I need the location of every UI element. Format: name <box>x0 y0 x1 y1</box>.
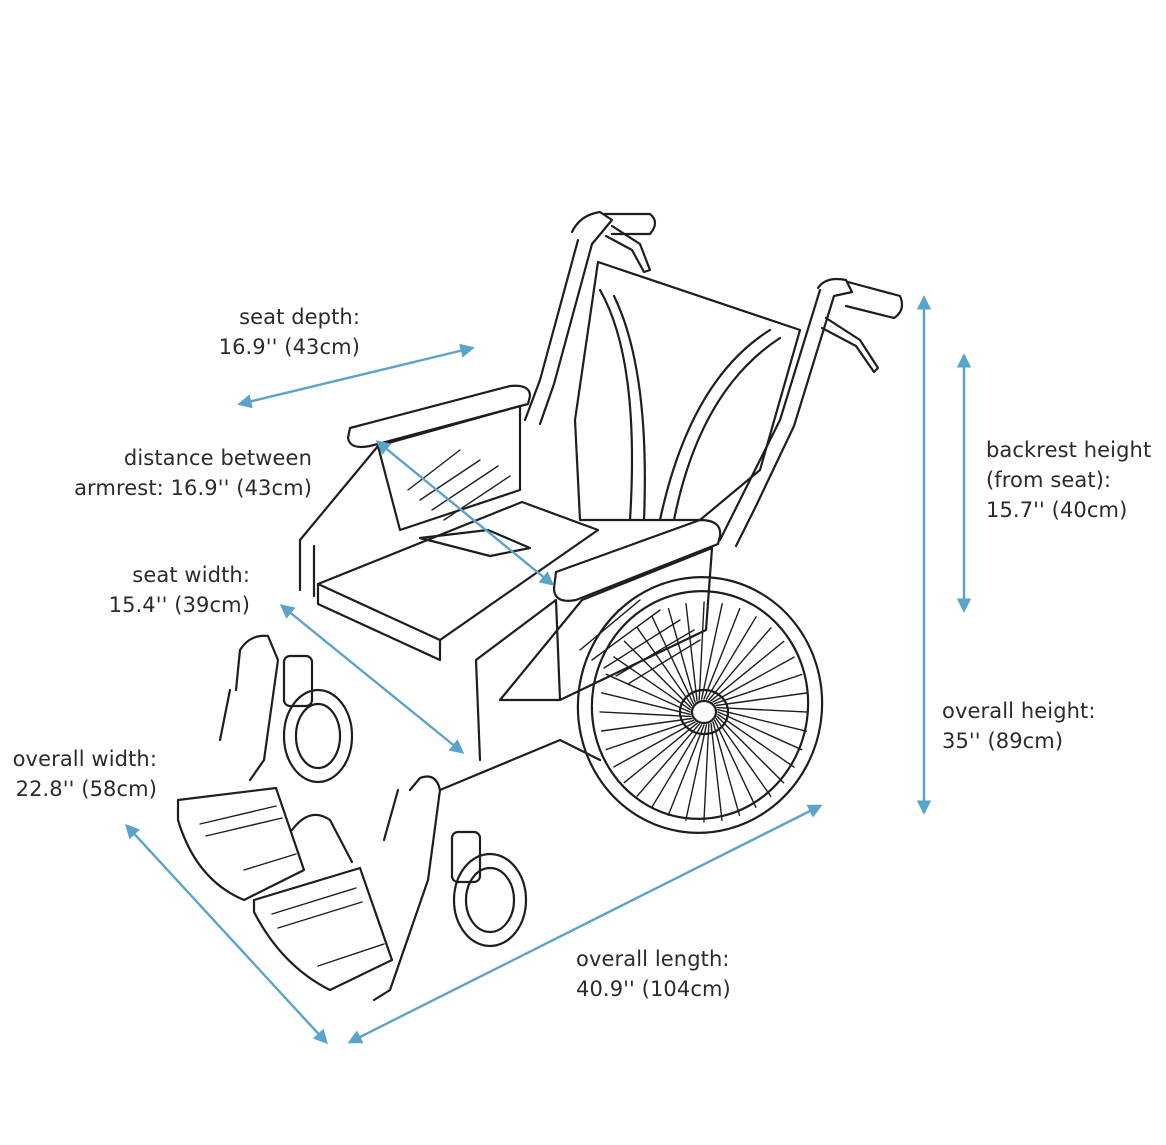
right-armrest <box>474 518 722 762</box>
wheel-spoke <box>717 711 803 751</box>
wheel-spoke <box>715 692 808 707</box>
seat-width-arrow <box>279 604 465 754</box>
seat-width-value: 15.4'' (39cm) <box>108 593 250 617</box>
wheel-spoke <box>685 603 698 702</box>
wheel-spoke <box>712 656 795 703</box>
wheel-spoke <box>605 719 694 751</box>
overall-height-label: overall height: 35'' (89cm) <box>942 696 1096 756</box>
wheel-spoke <box>698 601 705 701</box>
wheel-spoke <box>715 717 772 797</box>
wheel-spoke <box>716 715 785 784</box>
wheel-spoke <box>710 722 723 821</box>
wheel-spoke <box>623 722 698 784</box>
wheel-spoke <box>599 711 692 718</box>
right-footplate <box>252 813 394 992</box>
wheel-spoke <box>600 692 691 715</box>
wheel-spoke <box>716 706 809 713</box>
backrest <box>523 210 904 548</box>
overall-width-label: overall width: 22.8'' (58cm) <box>0 744 157 804</box>
wheel-spoke <box>667 607 696 703</box>
seat-width-label: seat width: 15.4'' (39cm) <box>70 560 250 620</box>
backrest-height-label: backrest height (from seat): 15.7'' (40c… <box>986 435 1151 525</box>
left-armrest <box>298 384 532 598</box>
wheel-spoke <box>651 724 703 808</box>
wheel-spoke <box>623 640 692 709</box>
overall-length-title: overall length: <box>576 947 730 971</box>
wheel-spoke <box>714 673 803 705</box>
seat-depth-label: seat depth: 16.9'' (43cm) <box>180 302 360 362</box>
overall-length-value: 40.9'' (104cm) <box>576 977 731 1001</box>
wheel-spoke <box>703 608 741 700</box>
seat <box>316 500 600 662</box>
overall-width-value: 22.8'' (58cm) <box>15 777 157 801</box>
seat-depth-value: 16.9'' (43cm) <box>218 335 360 359</box>
wheel-spoke <box>636 723 700 797</box>
wheel-spoke <box>710 640 785 702</box>
wheel-spoke <box>714 719 757 808</box>
wheel-spoke <box>705 616 757 700</box>
left-footplate <box>176 786 306 902</box>
wheel-spoke <box>700 603 723 700</box>
rear-wheel <box>576 576 824 834</box>
wheel-spoke <box>651 616 694 705</box>
wheel-spoke <box>717 713 795 768</box>
wheel-spoke <box>712 721 741 817</box>
armrest-distance-title: distance between <box>123 446 312 470</box>
dimension-lines <box>125 295 972 1045</box>
wheel-spoke <box>717 709 808 732</box>
overall-width-title: overall width: <box>12 747 157 771</box>
wheel-spoke <box>600 717 693 732</box>
overall-height-value: 35'' (89cm) <box>942 729 1064 753</box>
overall-length-label: overall length: 40.9'' (104cm) <box>576 944 731 1004</box>
wheel-spoke <box>667 724 705 816</box>
wheel-spoke <box>636 627 693 707</box>
armrest-distance-value: armrest: 16.9'' (43cm) <box>74 476 312 500</box>
armrest-distance-label: distance between armrest: 16.9'' (43cm) <box>40 443 312 503</box>
wheel-spoke <box>605 673 691 713</box>
overall-height-title: overall height: <box>942 699 1096 723</box>
wheel-spoke <box>703 723 710 823</box>
wheel-spoke <box>613 656 691 711</box>
overall-width-arrow <box>125 823 328 1045</box>
wheel-spoke <box>685 724 708 821</box>
seat-depth-arrow <box>237 343 475 409</box>
overall-length-arrow <box>347 804 823 1044</box>
backrest-height-value: 15.7'' (40cm) <box>986 498 1128 522</box>
seat-depth-title: seat depth: <box>239 305 360 329</box>
wheel-spoke <box>708 627 772 701</box>
wheel-spoke <box>613 721 696 768</box>
backrest-height-subtitle: (from seat): <box>986 468 1112 492</box>
armrest-distance-arrow <box>375 440 555 586</box>
backrest-height-title: backrest height <box>986 438 1152 462</box>
seat-width-title: seat width: <box>132 563 250 587</box>
